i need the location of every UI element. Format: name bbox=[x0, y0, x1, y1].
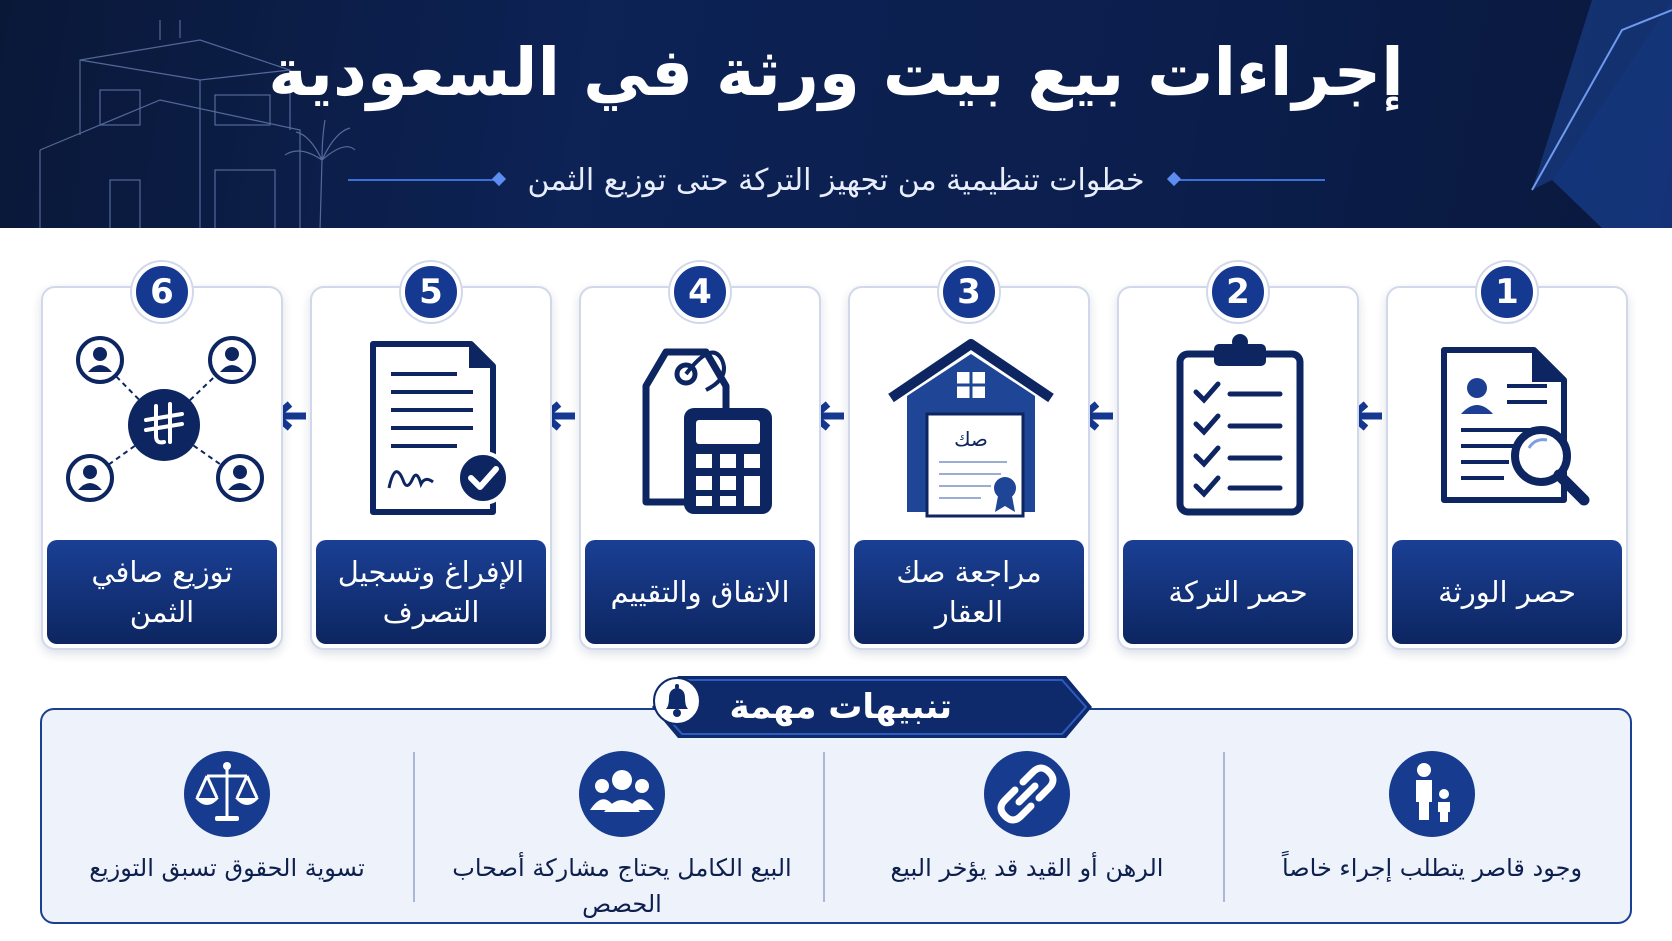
step-label: حصر التركة bbox=[1123, 540, 1353, 644]
bell-icon bbox=[653, 677, 701, 725]
step-card-2: 2 حصر التركة bbox=[1117, 262, 1359, 650]
alert-item-2: الرهن أو القيد قد يؤخر البيع bbox=[832, 738, 1222, 918]
step-label: الاتفاق والتقييم bbox=[585, 540, 815, 644]
alert-item-1: وجود قاصر يتطلب إجراء خاصاً bbox=[1232, 738, 1632, 918]
step-number-badge: 4 bbox=[670, 262, 730, 322]
document-search-icon bbox=[1441, 347, 1590, 506]
alert-text: تسوية الحقوق تسبق التوزيع bbox=[89, 854, 365, 882]
step-number-badge: 3 bbox=[939, 262, 999, 322]
step-label: مراجعة صك العقار bbox=[854, 540, 1084, 644]
step-card-5: 5 الإفراغ وتسجيل التصرف bbox=[310, 262, 552, 650]
page-title: إجراءات بيع بيت ورثة في السعودية bbox=[268, 34, 1404, 111]
step-number-badge: 5 bbox=[401, 262, 461, 322]
clipboard-checklist-icon bbox=[1176, 334, 1304, 516]
subtitle-decor-right bbox=[1174, 179, 1325, 181]
step-label: حصر الورثة bbox=[1392, 540, 1622, 644]
step-card-6: 6 توزيع صافي الثمن bbox=[41, 262, 283, 650]
house-deed-icon: صك bbox=[888, 339, 1054, 518]
corner-decoration-icon bbox=[1531, 0, 1672, 228]
alerts-divider bbox=[1223, 752, 1225, 902]
alerts-title: تنبيهات مهمة bbox=[729, 687, 952, 727]
subtitle-row: خطوات تنظيمية من تجهيز التركة حتى توزيع … bbox=[0, 152, 1672, 208]
chain-link-icon bbox=[984, 751, 1070, 837]
step-card-3: 3 صك مراجعة صك العقار bbox=[848, 262, 1090, 650]
alerts-panel: تنبيهات مهمة وجود قاصر يتطلب إجراء خاصاً… bbox=[40, 676, 1632, 924]
deed-text: صك bbox=[954, 427, 988, 451]
step-number-badge: 2 bbox=[1208, 262, 1268, 322]
signed-document-check-icon bbox=[370, 341, 510, 515]
parent-child-icon bbox=[1389, 751, 1475, 837]
subtitle-decor-left bbox=[347, 179, 498, 181]
step-card-4: 4 الاتفاق والتقييم bbox=[579, 262, 821, 650]
steps-row: 1 حصر الورثة 2 حصر bbox=[40, 262, 1632, 654]
header-banner: إجراءات بيع بيت ورثة في السعودية خطوات ت… bbox=[0, 0, 1672, 228]
house-sketch-icon bbox=[39, 20, 356, 228]
riyal-distribution-icon bbox=[66, 336, 264, 502]
alerts-header: تنبيهات مهمة bbox=[652, 676, 1092, 738]
price-tag-calculator-icon bbox=[642, 348, 772, 514]
alerts-divider bbox=[413, 752, 415, 902]
alert-item-3: البيع الكامل يحتاج مشاركة أصحاب الحصص bbox=[422, 738, 822, 918]
alert-text: وجود قاصر يتطلب إجراء خاصاً bbox=[1281, 854, 1583, 882]
alert-text: الرهن أو القيد قد يؤخر البيع bbox=[890, 854, 1164, 882]
alert-text: البيع الكامل يحتاج مشاركة أصحاب الحصص bbox=[452, 854, 792, 918]
step-label: توزيع صافي الثمن bbox=[47, 540, 277, 644]
scales-icon bbox=[184, 751, 270, 837]
group-people-icon bbox=[579, 751, 665, 837]
step-number-badge: 6 bbox=[132, 262, 192, 322]
step-number-badge: 1 bbox=[1477, 262, 1537, 322]
alert-item-4: تسوية الحقوق تسبق التوزيع bbox=[42, 738, 412, 918]
page-subtitle: خطوات تنظيمية من تجهيز التركة حتى توزيع … bbox=[527, 162, 1145, 198]
step-label: الإفراغ وتسجيل التصرف bbox=[316, 540, 546, 644]
alerts-divider bbox=[823, 752, 825, 902]
step-card-1: 1 حصر الورثة bbox=[1386, 262, 1628, 650]
